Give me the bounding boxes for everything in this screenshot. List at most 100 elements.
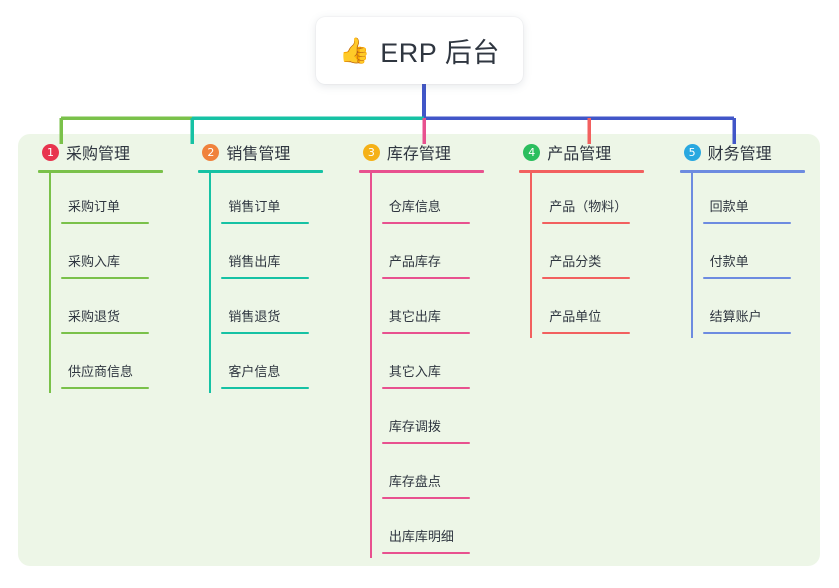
- branch-item[interactable]: 销售订单: [221, 173, 338, 228]
- branch-item-underline: [542, 332, 631, 334]
- branch-item[interactable]: 结算账户: [702, 283, 820, 338]
- branch-spine: [530, 173, 533, 338]
- branch-item-underline: [61, 332, 149, 334]
- branch-items: 采购订单采购入库采购退货供应商信息: [49, 173, 178, 393]
- branch-column: 3 库存管理仓库信息产品库存其它出库其它入库库存调拨库存盘点出库库明细: [339, 134, 499, 566]
- branch-item-underline: [542, 277, 631, 279]
- branch-title: 销售管理: [226, 146, 291, 163]
- branch-item[interactable]: 库存调拨: [381, 393, 499, 448]
- branch-item-underline: [381, 552, 470, 554]
- branch-title: 财务管理: [707, 146, 772, 163]
- branch-item-label: 客户信息: [228, 364, 281, 379]
- branch-item[interactable]: 仓库信息: [381, 173, 499, 228]
- branch-spine: [369, 173, 372, 558]
- branch-items: 产品（物料） 产品分类产品单位: [530, 173, 659, 338]
- branch-item-label: 产品单位: [549, 309, 602, 324]
- branch-item-label: 采购入库: [68, 254, 121, 269]
- branch-item[interactable]: 其它出库: [381, 283, 499, 338]
- branch-spine: [690, 173, 693, 338]
- branch-item[interactable]: 其它入库: [381, 338, 499, 393]
- branch-item-label: 采购订单: [68, 199, 121, 214]
- branch-item-underline: [542, 222, 631, 224]
- branch-item-underline: [221, 222, 310, 224]
- root-node[interactable]: 👍 ERP 后台: [316, 17, 523, 84]
- branch-items: 回款单付款单结算账户: [690, 173, 820, 338]
- branch-item[interactable]: 销售退货: [221, 283, 338, 338]
- branch-item-label: 出库库明细: [388, 529, 454, 544]
- branch-item-label: 销售出库: [228, 254, 281, 269]
- branch-item-label: 销售订单: [228, 199, 281, 214]
- branch-item-label: 其它出库: [388, 309, 441, 324]
- branch-item-underline: [381, 332, 470, 334]
- branch-number-badge: 5: [683, 143, 701, 161]
- branch-item-label: 付款单: [709, 254, 749, 269]
- branch-item-underline: [381, 442, 470, 444]
- branch-header-underline: [38, 170, 163, 173]
- branch-item-underline: [221, 387, 310, 389]
- branch-item-underline: [702, 277, 791, 279]
- branch-item-label: 仓库信息: [388, 199, 441, 214]
- branch-header-underline: [519, 170, 645, 173]
- branch-item-underline: [61, 222, 149, 224]
- branch-item-underline: [381, 497, 470, 499]
- branch-item-underline: [221, 332, 310, 334]
- branch-item[interactable]: 客户信息: [221, 338, 338, 393]
- branch-item-underline: [702, 222, 791, 224]
- branch-item[interactable]: 付款单: [702, 228, 820, 283]
- branch-title: 库存管理: [386, 146, 451, 163]
- branch-header[interactable]: 5 财务管理: [680, 134, 820, 170]
- branch-spine: [49, 173, 51, 393]
- branch-number-badge: 1: [42, 143, 59, 161]
- branch-item-label: 其它入库: [388, 364, 441, 379]
- branch-item-label: 库存盘点: [388, 474, 441, 489]
- branch-header[interactable]: 4 产品管理: [519, 134, 659, 170]
- branch-item[interactable]: 采购订单: [61, 173, 178, 228]
- branch-item-underline: [221, 277, 310, 279]
- branch-items: 仓库信息产品库存其它出库其它入库库存调拨库存盘点出库库明细: [369, 173, 499, 558]
- branch-item-underline: [702, 332, 791, 334]
- branch-item-label: 产品分类: [549, 254, 602, 269]
- branch-item-underline: [381, 222, 470, 224]
- branch-item[interactable]: 库存盘点: [381, 448, 499, 503]
- branch-item[interactable]: 销售出库: [221, 228, 338, 283]
- branch-item[interactable]: 产品（物料）: [542, 173, 659, 228]
- branch-number-badge: 3: [362, 143, 380, 161]
- branch-column: 1 采购管理采购订单采购入库采购退货供应商信息: [18, 134, 178, 566]
- branch-item[interactable]: 采购入库: [61, 228, 178, 283]
- branch-column: 5 财务管理回款单付款单结算账户: [660, 134, 820, 566]
- branch-item[interactable]: 产品分类: [542, 228, 659, 283]
- branch-item[interactable]: 产品单位: [542, 283, 659, 338]
- branch-item-label: 供应商信息: [68, 364, 134, 379]
- branch-title: 采购管理: [66, 146, 131, 163]
- branch-item-underline: [381, 387, 470, 389]
- branch-column: 4 产品管理产品（物料） 产品分类产品单位: [499, 134, 659, 566]
- branch-header[interactable]: 1 采购管理: [38, 134, 178, 170]
- branch-header-underline: [679, 170, 805, 173]
- thumbs-up-icon: 👍: [339, 37, 371, 65]
- branch-header-underline: [358, 170, 484, 173]
- branch-item-label: 产品库存: [388, 254, 441, 269]
- branch-item[interactable]: 产品库存: [381, 228, 499, 283]
- branch-number-badge: 4: [523, 143, 541, 161]
- branch-item-label: 库存调拨: [388, 419, 441, 434]
- branch-item-label: 销售退货: [228, 309, 281, 324]
- branch-item-label: 回款单: [709, 199, 749, 214]
- branch-item-label: 产品（物料）: [549, 199, 628, 214]
- branch-items: 销售订单销售出库销售退货客户信息: [209, 173, 338, 393]
- branch-item[interactable]: 出库库明细: [381, 503, 499, 558]
- branch-item[interactable]: 供应商信息: [61, 338, 178, 393]
- branch-header[interactable]: 3 库存管理: [359, 134, 499, 170]
- branch-item-label: 结算账户: [709, 309, 762, 324]
- branch-item-label: 采购退货: [68, 309, 121, 324]
- branch-spine: [209, 173, 212, 393]
- branch-item[interactable]: 回款单: [702, 173, 820, 228]
- branch-title: 产品管理: [547, 146, 612, 163]
- branch-item-underline: [381, 277, 470, 279]
- branch-item[interactable]: 采购退货: [61, 283, 178, 338]
- branches-panel-background: [18, 134, 820, 566]
- branch-header-underline: [198, 170, 324, 173]
